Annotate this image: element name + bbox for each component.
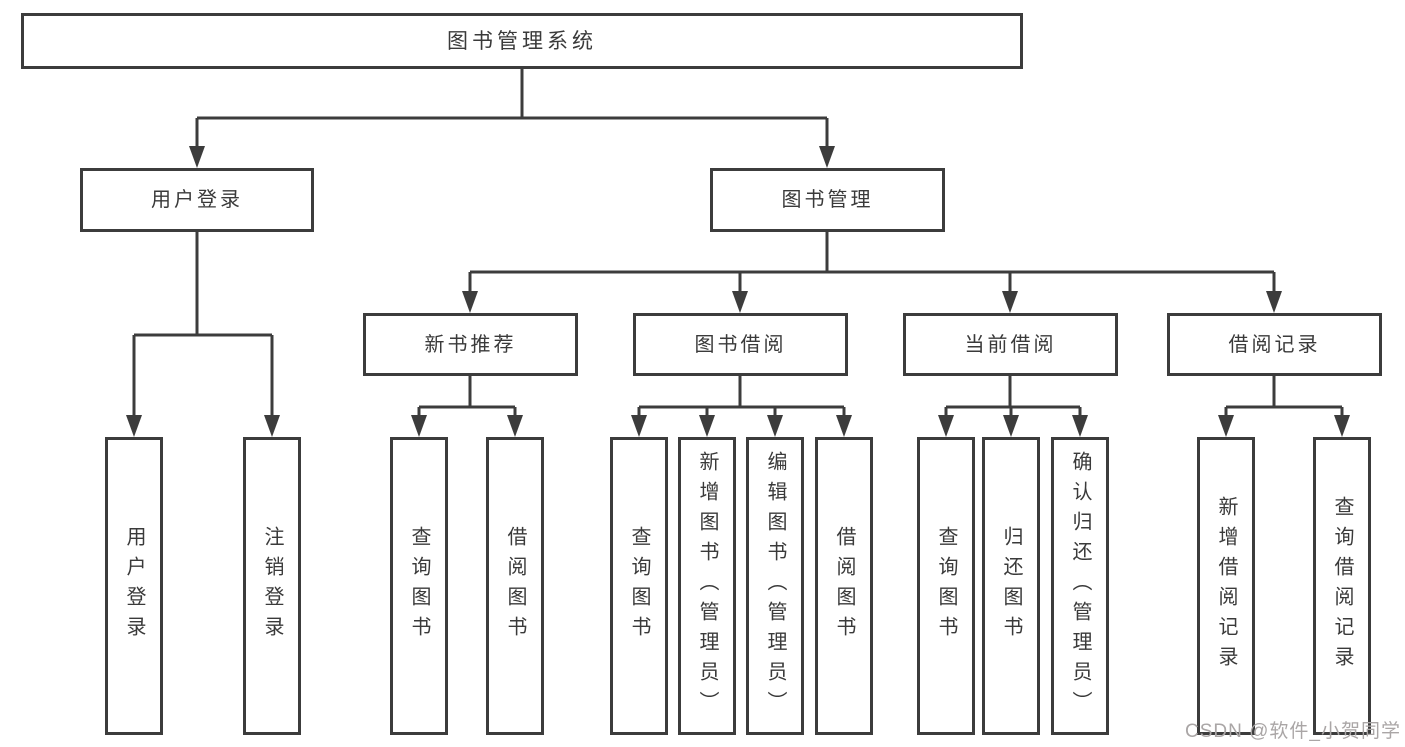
leaf-bb-edit-books-admin: 编辑图书（管理员） — [746, 437, 804, 735]
node-label: 查询图书 — [628, 526, 650, 646]
node-label: 新书推荐 — [424, 333, 517, 356]
node-label: 当前借阅 — [964, 333, 1057, 356]
node-label: 注销登录 — [261, 526, 283, 646]
node-label: 借阅记录 — [1228, 333, 1321, 356]
leaf-br-add-borrow-record: 新增借阅记录 — [1197, 437, 1255, 735]
node-book-management: 图书管理 — [710, 168, 945, 232]
node-label: 新增借阅记录 — [1215, 496, 1237, 676]
node-user-login: 用户登录 — [80, 168, 314, 232]
leaf-cb-query-books: 查询图书 — [917, 437, 975, 735]
node-label: 查询图书 — [408, 526, 430, 646]
node-label: 用户登录 — [151, 189, 243, 211]
node-library-management-system: 图书管理系统 — [21, 13, 1023, 69]
node-label: 借阅图书 — [504, 526, 526, 646]
node-book-borrowing: 图书借阅 — [633, 313, 848, 376]
node-label: 用户登录 — [123, 526, 145, 646]
node-label: 借阅图书 — [833, 526, 855, 646]
csdn-watermark: CSDN @软件_小贺同学 — [1185, 721, 1401, 742]
leaf-bb-add-books-admin: 新增图书（管理员） — [678, 437, 736, 735]
node-label: 图书管理 — [781, 189, 874, 211]
leaf-bb-query-books: 查询图书 — [610, 437, 668, 735]
leaf-nbr-query-books: 查询图书 — [390, 437, 448, 735]
node-label: 编辑图书（管理员） — [764, 451, 786, 721]
node-label: 查询借阅记录 — [1331, 496, 1353, 676]
leaf-logout: 注销登录 — [243, 437, 301, 735]
node-label: 查询图书 — [935, 526, 957, 646]
node-label: 归还图书 — [1000, 526, 1022, 646]
node-label: 图书借阅 — [694, 333, 787, 356]
node-new-book-recommendation: 新书推荐 — [363, 313, 578, 376]
node-label: 确认归还（管理员） — [1069, 451, 1091, 721]
leaf-cb-return-books: 归还图书 — [982, 437, 1040, 735]
leaf-bb-borrow-books: 借阅图书 — [815, 437, 873, 735]
node-borrowing-records: 借阅记录 — [1167, 313, 1382, 376]
leaf-br-query-borrow-record: 查询借阅记录 — [1313, 437, 1371, 735]
node-current-borrowing: 当前借阅 — [903, 313, 1118, 376]
leaf-nbr-borrow-books: 借阅图书 — [486, 437, 544, 735]
leaf-user-login: 用户登录 — [105, 437, 163, 735]
node-label: 图书管理系统 — [447, 29, 597, 53]
leaf-cb-confirm-return-admin: 确认归还（管理员） — [1051, 437, 1109, 735]
node-label: 新增图书（管理员） — [696, 451, 718, 721]
